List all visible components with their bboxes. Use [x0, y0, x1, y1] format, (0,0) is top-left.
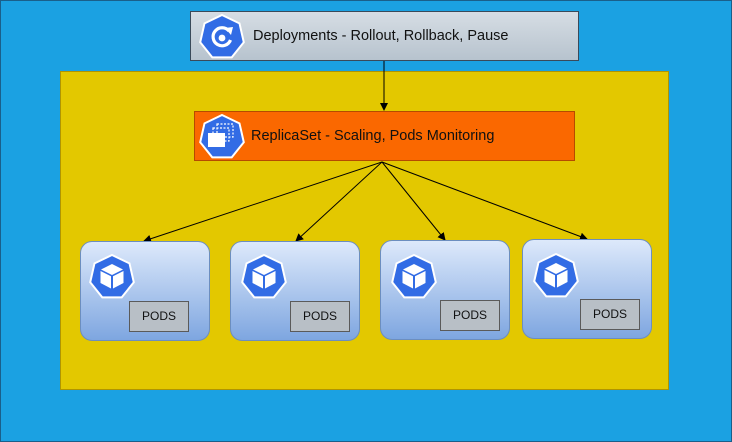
kubernetes-pod-icon	[533, 252, 579, 298]
pod-label: PODS	[580, 299, 640, 330]
pod-group-2[interactable]: PODS	[230, 241, 360, 341]
pod-group-1[interactable]: PODS	[80, 241, 210, 341]
kubernetes-replicaset-icon	[199, 113, 245, 159]
replicaset-node[interactable]: ReplicaSet - Scaling, Pods Monitoring	[194, 111, 575, 161]
kubernetes-deployment-icon	[199, 13, 245, 59]
deployment-label: Deployments - Rollout, Rollback, Pause	[253, 28, 509, 44]
pod-label: PODS	[129, 301, 189, 332]
kubernetes-pod-icon	[89, 253, 135, 299]
deployment-node[interactable]: Deployments - Rollout, Rollback, Pause	[190, 11, 579, 61]
arrow-replicaset-to-pod-2	[295, 161, 383, 242]
kubernetes-pod-icon	[391, 253, 437, 299]
pod-group-4[interactable]: PODS	[522, 239, 652, 339]
kubernetes-pod-icon	[241, 253, 287, 299]
pod-label: PODS	[440, 300, 500, 331]
arrow-replicaset-to-pod-3	[381, 161, 446, 241]
arrow-replicaset-to-pod-1	[143, 161, 383, 243]
pod-label: PODS	[290, 301, 350, 332]
pod-group-3[interactable]: PODS	[380, 240, 510, 340]
replicaset-label: ReplicaSet - Scaling, Pods Monitoring	[251, 128, 495, 144]
arrow-replicaset-to-pod-4	[381, 161, 588, 241]
